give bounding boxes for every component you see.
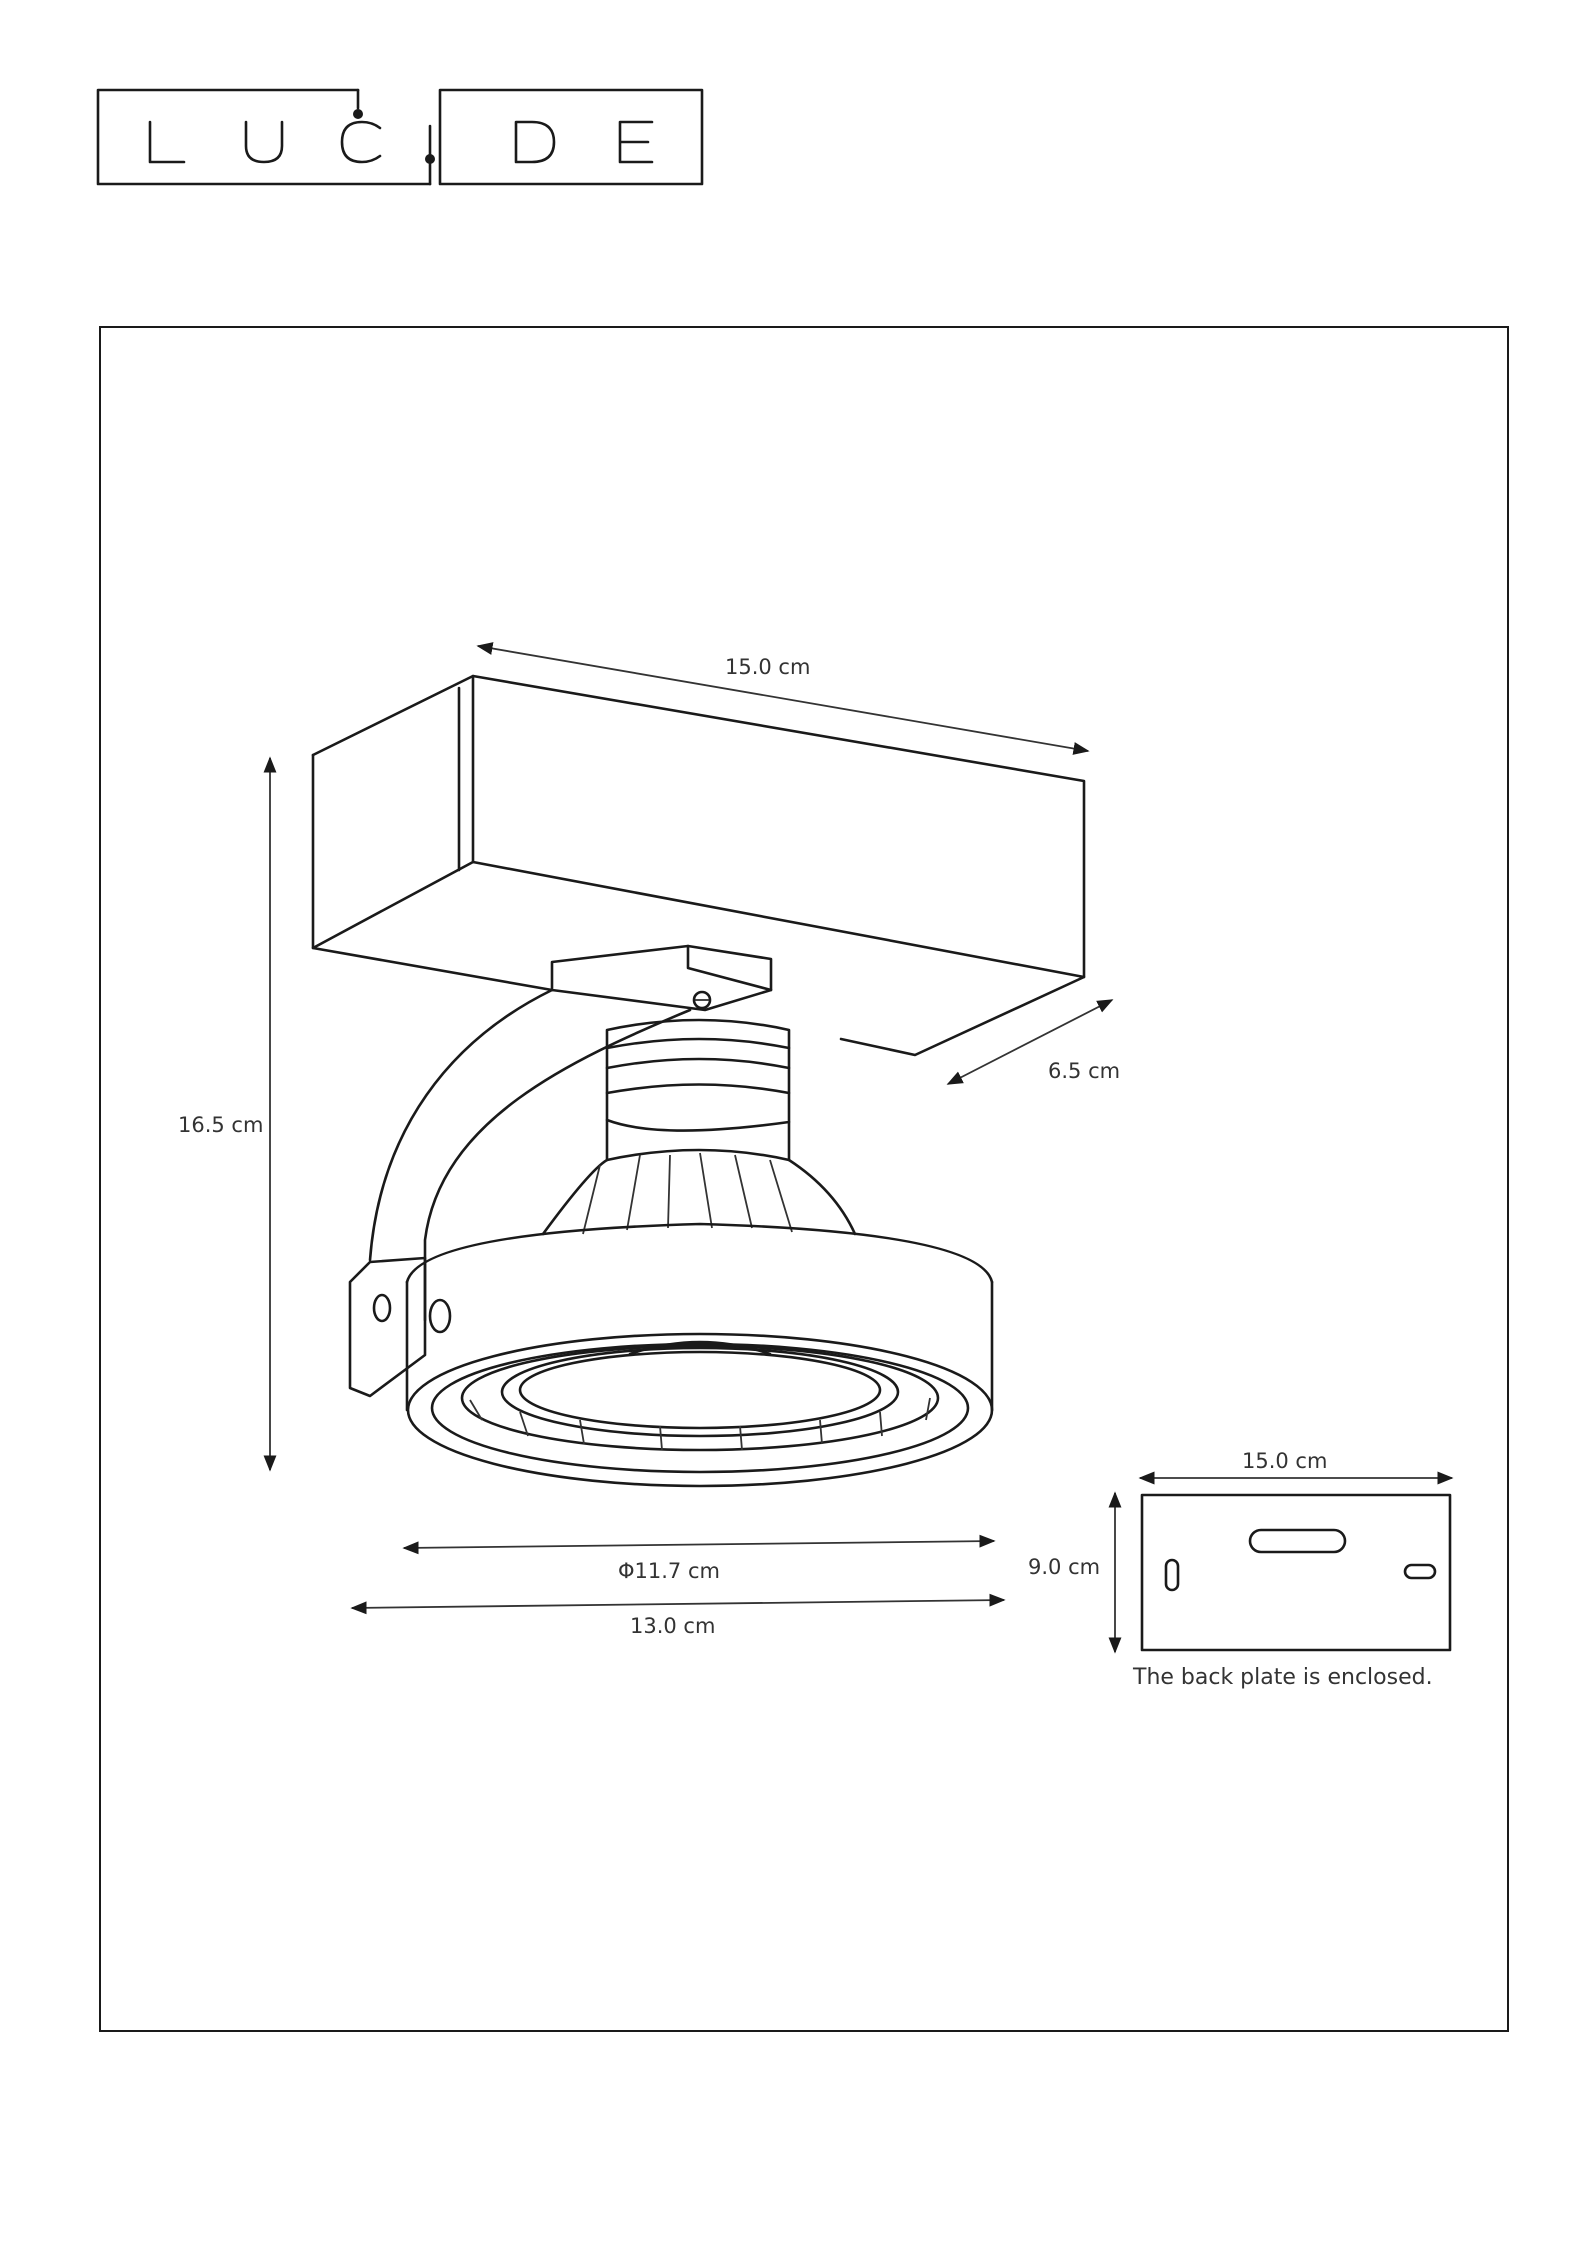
dim-depth-label: 6.5 cm <box>1048 1059 1120 1083</box>
back-plate-slot-right <box>1405 1565 1435 1578</box>
lamp-head <box>407 1224 992 1486</box>
dim-diameter: Φ11.7 cm <box>404 1541 994 1583</box>
lamp-socket <box>607 1020 789 1160</box>
dim-width-top-label: 15.0 cm <box>725 655 810 679</box>
back-plate-width-label: 15.0 cm <box>1242 1449 1327 1473</box>
dim-total-width: 13.0 cm <box>352 1600 1004 1638</box>
back-plate-slot-left <box>1166 1560 1178 1590</box>
lamp-reflector-back <box>543 1150 855 1234</box>
wall-box <box>313 676 1084 1055</box>
dim-width-top: 15.0 cm <box>478 646 1088 751</box>
dim-height: 16.5 cm <box>178 758 270 1470</box>
back-plate-slot-top <box>1250 1530 1345 1552</box>
back-plate: 15.0 cm 9.0 cm The back plate is enclose… <box>1028 1449 1452 1690</box>
back-plate-height-label: 9.0 cm <box>1028 1555 1100 1579</box>
dim-total-width-label: 13.0 cm <box>630 1614 715 1638</box>
back-plate-note: The back plate is enclosed. <box>1132 1665 1433 1690</box>
dim-diameter-label: Φ11.7 cm <box>618 1559 720 1583</box>
bracket <box>350 946 771 1396</box>
dim-height-label: 16.5 cm <box>178 1113 263 1137</box>
dim-depth: 6.5 cm <box>948 1000 1120 1084</box>
